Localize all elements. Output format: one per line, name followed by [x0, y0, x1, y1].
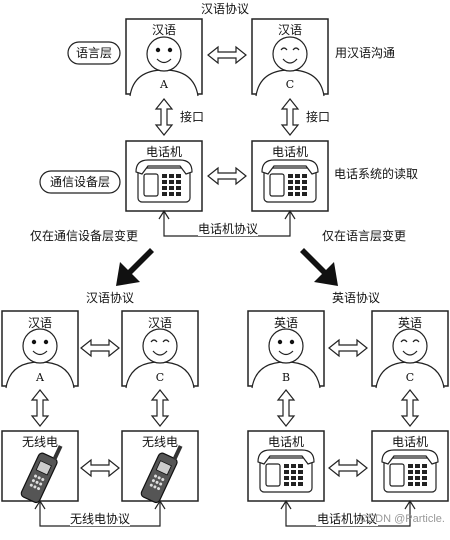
double-arrow-icon: [31, 389, 49, 427]
interface-right-label: 接口: [306, 109, 330, 124]
telephone-icon: [257, 449, 315, 493]
language-layer-pill: [67, 41, 121, 65]
double-arrow-icon: [80, 459, 120, 477]
telephone-icon: [261, 159, 319, 203]
br-protocol-label: 英语协议: [332, 290, 380, 305]
double-arrow-icon: [207, 167, 247, 185]
double-arrow-icon: [401, 389, 419, 427]
br-person-b-letter: B: [282, 371, 290, 384]
br-phone-protocol-label: 电话机协议: [317, 511, 377, 526]
language-layer-label: 语言层: [76, 46, 112, 60]
bl-protocol-label: 汉语协议: [86, 290, 134, 305]
bl-radio-right-label: 无线电: [142, 435, 178, 449]
top-person-c-lang: 汉语: [278, 23, 302, 37]
change-right-label: 仅在语言层变更: [322, 228, 406, 243]
telephone-icon: [135, 159, 193, 203]
phone-system-note: 电话系统的读取: [334, 166, 418, 181]
double-arrow-icon: [80, 339, 120, 357]
top-person-a-lang: 汉语: [152, 23, 176, 37]
bl-radio-left-label: 无线电: [22, 435, 58, 449]
interface-arrow-icon: [155, 98, 173, 136]
br-person-c-lang: 英语: [398, 316, 422, 330]
comm-layer-pill: [39, 170, 121, 194]
top-person-c-letter: C: [286, 78, 294, 91]
radio-protocol-label: 无线电协议: [70, 511, 130, 526]
top-right-note: 用汉语沟通: [335, 46, 395, 60]
bl-person-a-lang: 汉语: [28, 316, 52, 330]
watermark: CSDN @Particle.: [360, 513, 445, 525]
double-arrow-icon: [207, 46, 247, 64]
top-protocol-label: 汉语协议: [201, 1, 249, 16]
interface-left-label: 接口: [180, 109, 204, 124]
telephone-icon: [381, 449, 439, 493]
br-person-c-letter: C: [406, 371, 414, 384]
comm-layer-label: 通信设备层: [50, 175, 110, 189]
br-phone-right-label: 电话机: [392, 435, 428, 449]
interface-arrow-icon: [281, 98, 299, 136]
br-phone-left-label: 电话机: [268, 435, 304, 449]
bl-person-c-lang: 汉语: [148, 316, 172, 330]
arrow-down-left-icon: [116, 248, 154, 286]
bl-person-c-letter: C: [156, 371, 164, 384]
change-left-label: 仅在通信设备层变更: [30, 228, 138, 243]
double-arrow-icon: [277, 389, 295, 427]
br-person-b-lang: 英语: [274, 316, 298, 330]
top-person-a-letter: A: [159, 78, 169, 91]
bl-person-a-letter: A: [35, 371, 45, 384]
double-arrow-icon: [328, 459, 368, 477]
phone-protocol-label: 电话机协议: [198, 221, 258, 236]
double-arrow-icon: [151, 389, 169, 427]
top-phone-left-label: 电话机: [146, 145, 182, 159]
double-arrow-icon: [328, 339, 368, 357]
arrow-down-right-icon: [300, 248, 338, 286]
top-phone-right-label: 电话机: [272, 145, 308, 159]
